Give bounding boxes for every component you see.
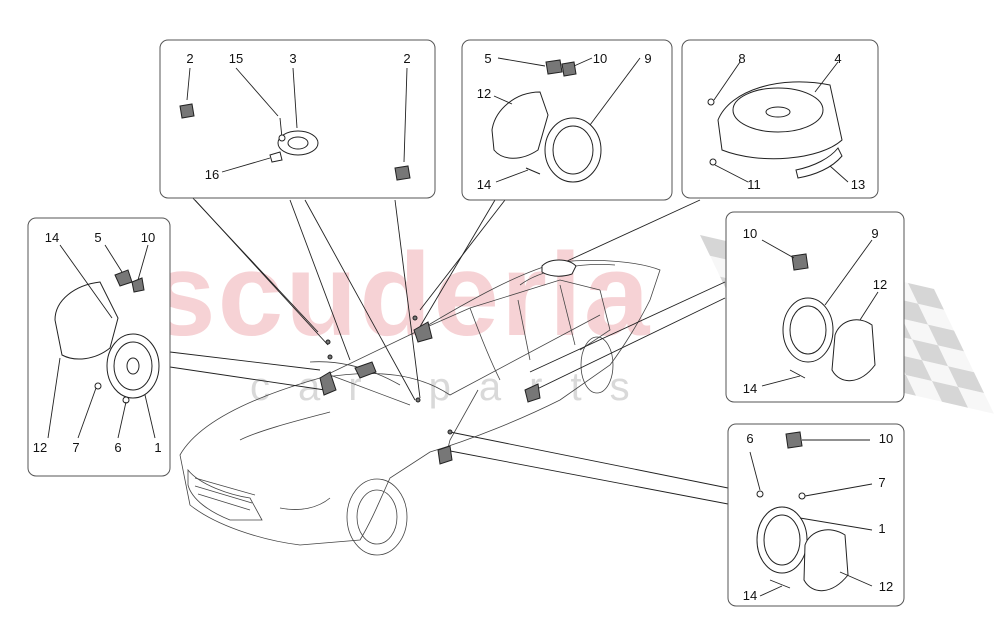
flag-square [922,360,958,387]
watermark-main-text: scuderia [150,229,651,361]
tweeter-5 [545,59,563,75]
callout-1: 1 [154,440,161,455]
callout-4: 4 [834,51,841,66]
callout-11: 11 [747,177,761,192]
flag-square [938,345,974,373]
dashboard-panel [159,39,436,199]
left-door-panel [27,217,171,477]
callout-12: 12 [33,440,47,455]
callout-7: 7 [878,475,885,490]
screw-7 [798,492,806,500]
flag-square [948,366,984,393]
callout-10: 10 [593,51,607,66]
tweeter-10 [791,253,809,271]
rear-door-panel [725,211,905,403]
front-door-panel [727,423,905,607]
speaker-bracket-12 [831,319,876,382]
clip-14 [769,579,791,589]
tweeter-10 [561,61,577,77]
callout-10: 10 [879,431,893,446]
callout-7: 7 [72,440,79,455]
clip-14 [525,167,541,175]
callout-2: 2 [403,51,410,66]
car-mounted-parts [319,259,577,465]
flag-square [906,375,942,402]
callout-6: 6 [114,440,121,455]
screw-6 [756,490,764,498]
tweeter-2-right [394,165,411,181]
tweeter-10 [785,431,803,449]
flag-square [958,387,994,414]
leader-lines [169,194,729,505]
front-pillar-panel [461,39,673,201]
tweeter-10 [131,277,145,293]
dashboard-panel-frame [159,39,436,199]
callout-13: 13 [851,177,865,192]
clip-14 [789,369,806,379]
callout-12: 12 [879,579,893,594]
seal-13 [795,147,843,179]
speaker-bracket-12 [491,91,549,159]
flag-square [932,381,968,408]
callout-3: 3 [289,51,296,66]
callout-14: 14 [743,588,757,603]
flag-square [908,283,944,310]
callout-9: 9 [644,51,651,66]
flag-square [912,339,948,367]
callout-14: 14 [743,381,757,396]
callout-10: 10 [141,230,155,245]
callout-5: 5 [484,51,491,66]
flag-square [896,354,932,381]
flag-square [918,303,954,331]
flag-square [928,324,964,352]
speaker-bracket-12 [803,529,849,592]
callout-10: 10 [743,226,757,241]
callout-5: 5 [94,230,101,245]
clip-16 [269,151,283,163]
tweeter-2-left [179,103,195,119]
callout-15: 15 [229,51,243,66]
callout-1: 1 [878,521,885,536]
watermark-sub-text: car parts [250,365,658,409]
callout-14: 14 [477,177,491,192]
callout-6: 6 [746,431,753,446]
callout-16: 16 [205,167,219,182]
flag-square [902,318,938,346]
callout-2: 2 [186,51,193,66]
screw-8 [707,98,715,106]
callout-14: 14 [45,230,59,245]
callout-9: 9 [871,226,878,241]
rear-shelf-panel [681,39,879,199]
speaker-bracket-12 [54,281,119,360]
callout-12: 12 [477,86,491,101]
callout-12: 12 [873,277,887,292]
callout-8: 8 [738,51,745,66]
nut-11 [709,158,717,166]
screw-7 [94,382,102,390]
